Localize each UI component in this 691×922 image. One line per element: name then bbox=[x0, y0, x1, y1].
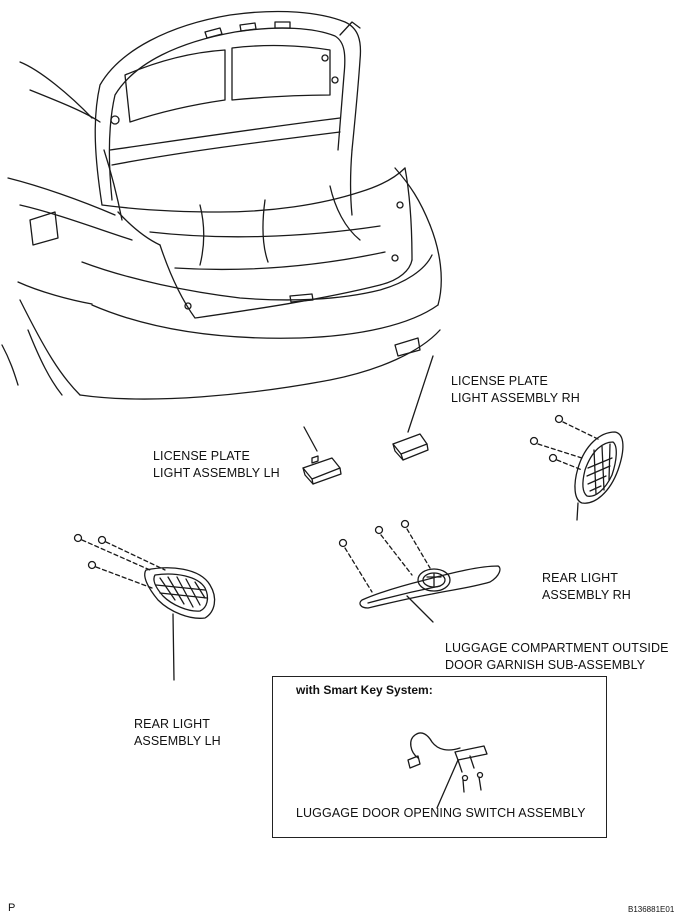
figure-id: B136881E01 bbox=[628, 905, 675, 914]
page-mark: P bbox=[8, 902, 16, 914]
label-opening-switch: LUGGAGE DOOR OPENING SWITCH ASSEMBLY bbox=[296, 806, 586, 820]
license-light-rh-part bbox=[392, 355, 434, 461]
rear-light-rh-part bbox=[529, 414, 624, 521]
smart-key-box bbox=[272, 676, 607, 838]
license-light-lh-part bbox=[302, 426, 342, 485]
opening-switch-part bbox=[407, 732, 488, 809]
smart-key-box-title: with Smart Key System: bbox=[296, 683, 433, 697]
garnish-part bbox=[338, 519, 501, 623]
car-body bbox=[1, 10, 442, 400]
rear-light-lh-part bbox=[73, 533, 216, 681]
